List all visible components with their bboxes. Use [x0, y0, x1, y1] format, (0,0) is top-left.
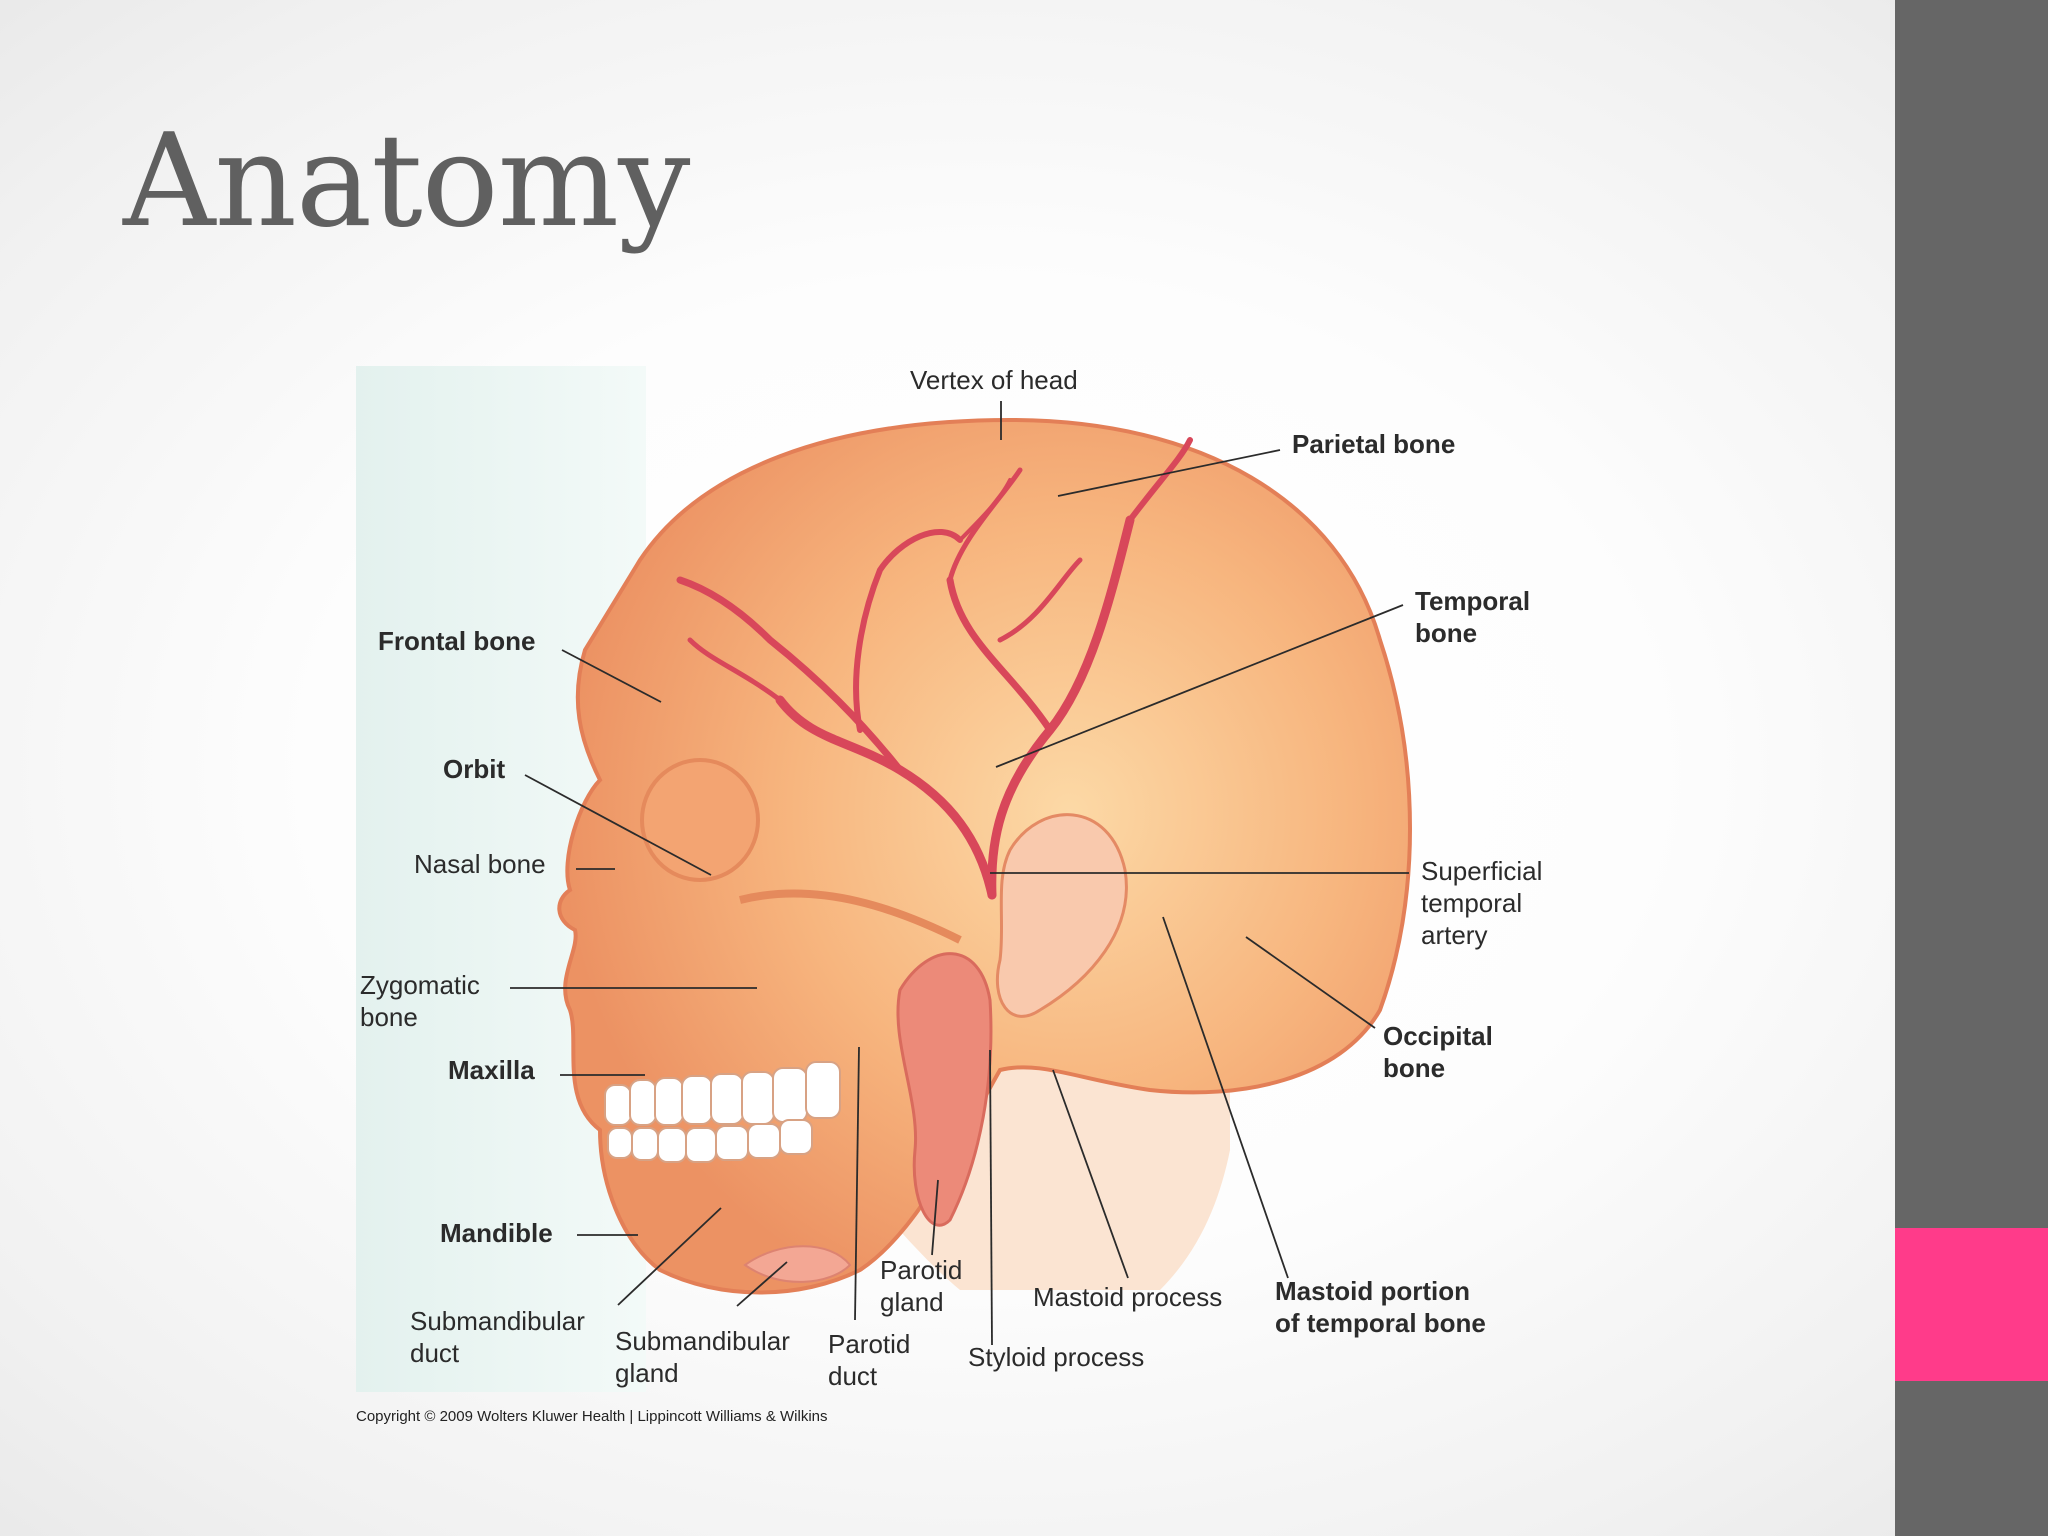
label-subduct-2: duct	[410, 1338, 460, 1368]
slide-title: Anatomy	[123, 107, 690, 256]
label-sta-2: temporal	[1421, 888, 1522, 918]
label-temporal-1: Temporal	[1415, 586, 1530, 616]
orbit-shape	[640, 758, 760, 882]
label-orbit: Orbit	[443, 754, 505, 784]
teeth	[604, 1061, 841, 1163]
zygomatic-arch	[739, 889, 962, 944]
label-mandible: Mandible	[440, 1218, 553, 1248]
label-frontal: Frontal bone	[378, 626, 535, 656]
label-subgland-2: gland	[615, 1358, 679, 1388]
label-occipital-2: bone	[1383, 1053, 1445, 1083]
diagram-labels: Vertex of head Parietal bone Temporal bo…	[360, 365, 1542, 1391]
label-styloid: Styloid process	[968, 1342, 1144, 1372]
label-mastoid: Mastoid process	[1033, 1282, 1222, 1312]
copyright-notice: Copyright © 2009 Wolters Kluwer Health |…	[356, 1408, 828, 1425]
label-sta-1: Superficial	[1421, 856, 1542, 886]
label-nasal: Nasal bone	[414, 849, 546, 879]
label-subgland-1: Submandibular	[615, 1326, 790, 1356]
label-parotid-gland-2: gland	[880, 1287, 944, 1317]
label-temporal-2: bone	[1415, 618, 1477, 648]
label-zygomatic-2: bone	[360, 1002, 418, 1032]
leader-lines	[510, 401, 1409, 1346]
ear	[995, 813, 1128, 1018]
label-maxilla: Maxilla	[448, 1055, 535, 1085]
label-occipital-1: Occipital	[1383, 1021, 1493, 1051]
label-zygomatic-1: Zygomatic	[360, 970, 480, 1000]
label-parietal: Parietal bone	[1292, 429, 1455, 459]
label-parotid-duct-1: Parotid	[828, 1329, 910, 1359]
label-parotid-duct-2: duct	[828, 1361, 878, 1391]
label-mastoid-portion-1: Mastoid portion	[1275, 1276, 1470, 1306]
submandibular-gland-shape	[743, 1245, 852, 1283]
label-vertex: Vertex of head	[910, 365, 1078, 395]
label-sta-3: artery	[1421, 920, 1487, 950]
parotid-gland-shape	[896, 952, 993, 1227]
label-parotid-gland-1: Parotid	[880, 1255, 962, 1285]
label-mastoid-portion-2: of temporal bone	[1275, 1308, 1486, 1338]
side-accent	[1895, 1228, 2048, 1381]
superficial-temporal-artery	[676, 437, 1193, 900]
label-subduct-1: Submandibular	[410, 1306, 585, 1336]
